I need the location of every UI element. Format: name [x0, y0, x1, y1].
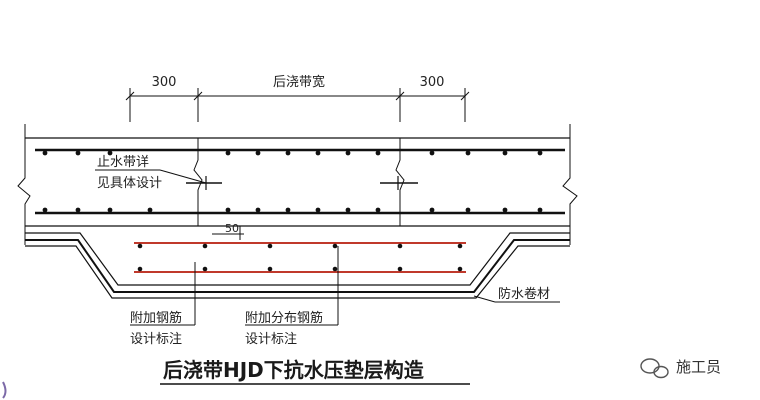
waterstop-label-line2: 见具体设计 [97, 176, 162, 191]
cushion-layer [25, 232, 570, 299]
dimension-line [125, 88, 470, 122]
watermark-text: 施工员 [676, 358, 721, 376]
additional-rebar-dots [137, 243, 463, 272]
gap-dimension [212, 226, 244, 240]
distribution-rebar-label-line2: 设计标注 [245, 332, 297, 347]
gap-value: 50 [225, 222, 239, 235]
diagram-title: 后浇带HJD下抗水压垫层构造 [163, 358, 425, 382]
wechat-icon [640, 358, 669, 379]
leaders [95, 169, 560, 326]
top-rebar-dots [42, 150, 543, 156]
dim-right-label: 300 [420, 75, 445, 90]
waterstop-label-line1: 止水带详 [97, 155, 149, 170]
slab [17, 124, 578, 245]
dim-left-label: 300 [152, 75, 177, 90]
distribution-rebar-label-line1: 附加分布钢筋 [245, 310, 323, 326]
dim-center-label: 后浇带宽 [273, 74, 325, 90]
additional-rebar [134, 242, 466, 273]
additional-rebar-label-line1: 附加钢筋 [130, 310, 182, 326]
additional-rebar-label-line2: 设计标注 [130, 332, 182, 347]
bottom-rebar-dots [42, 207, 543, 213]
waterproof-membrane-label: 防水卷材 [498, 286, 550, 302]
edge-mark [2, 381, 7, 399]
